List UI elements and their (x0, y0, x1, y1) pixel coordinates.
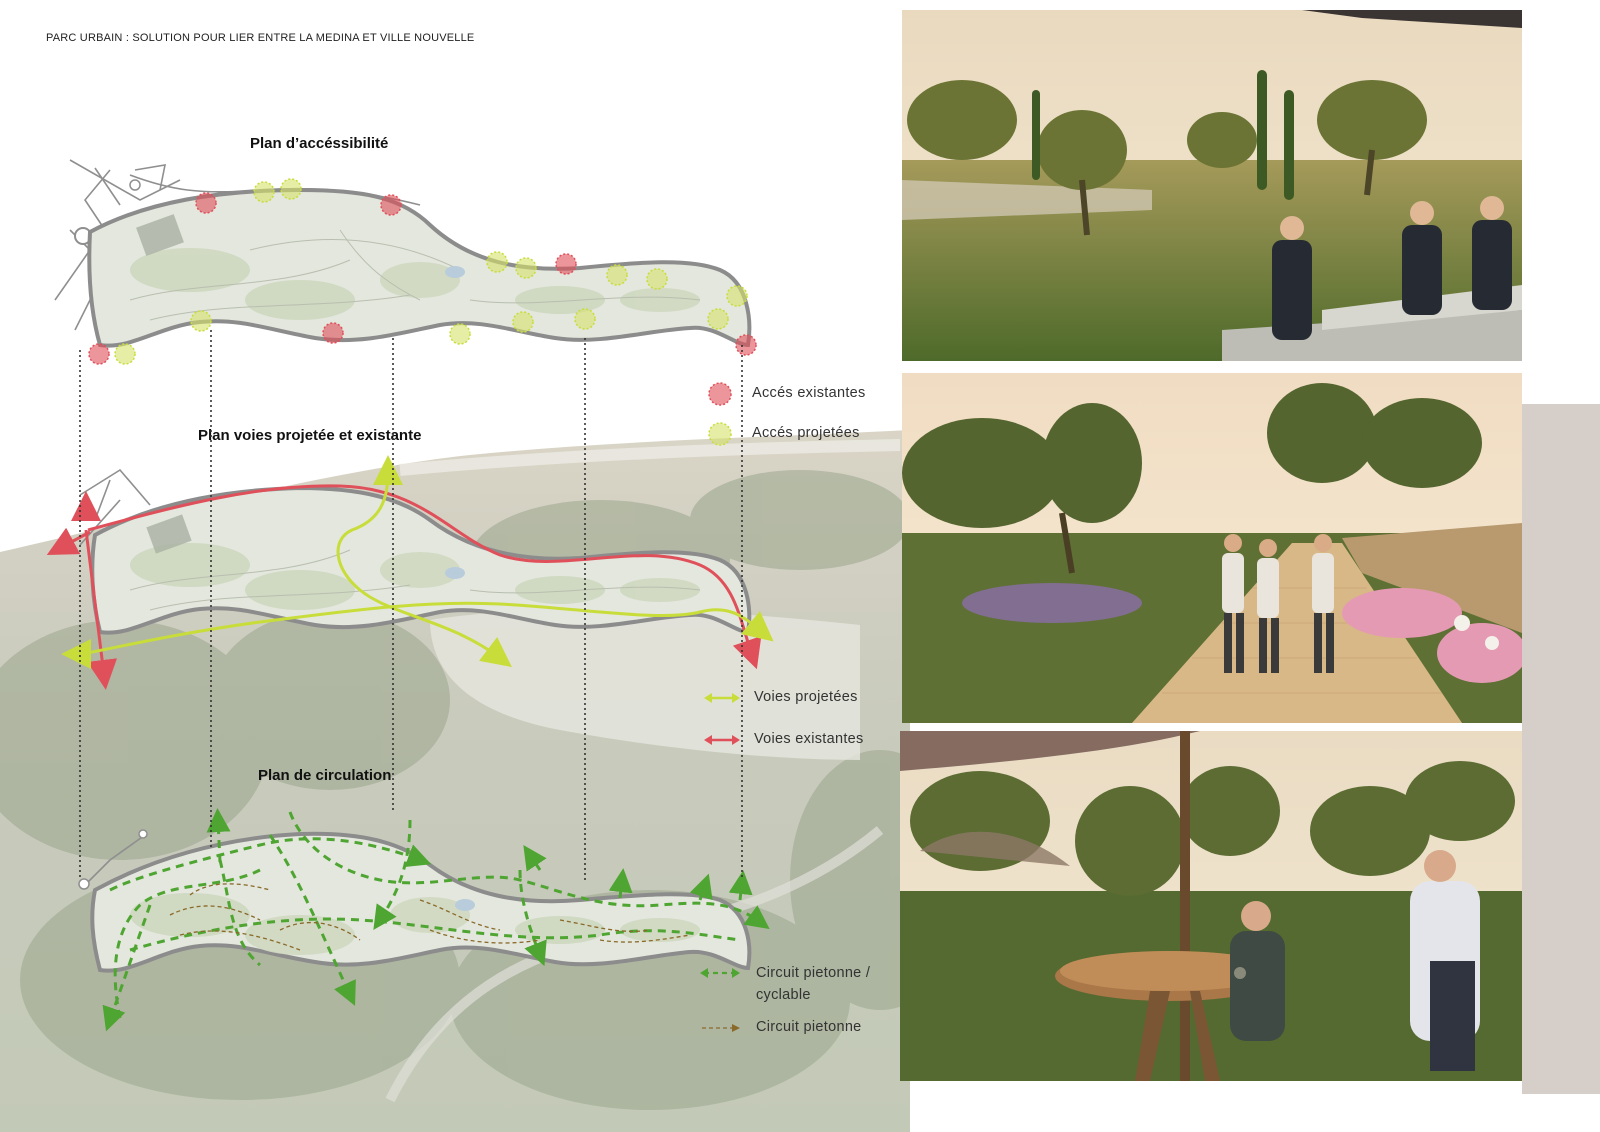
legend-existing-access: Accés existantes (752, 385, 866, 401)
legend-symbols (700, 382, 740, 1032)
legend-ped-only: Circuit pietonne (756, 1019, 862, 1035)
circulation-plan-map (78, 808, 770, 1032)
roads-plan-title: Plan voies projetée et existante (198, 427, 422, 444)
render-olive-terraces (902, 10, 1522, 361)
legend-ped-cycle-line2: cyclable (756, 987, 811, 1003)
render-cafe-table (900, 731, 1522, 1081)
legend-projected-access: Accés projetées (752, 425, 860, 441)
legend-existing-roads: Voies existantes (754, 731, 864, 747)
alignment-lines (79, 330, 743, 880)
legend-ped-cycle-line1: Circuit pietonne / (756, 965, 871, 981)
roads-plan-map (46, 455, 774, 690)
render-stone-promenade (902, 373, 1522, 723)
circulation-plan-title: Plan de circulation (258, 767, 392, 784)
legend-projected-roads: Voies projetées (754, 689, 858, 705)
accessibility-plan-map (54, 159, 757, 365)
page-header: PARC URBAIN : SOLUTION POUR LIER ENTRE L… (46, 32, 475, 44)
accessibility-plan-title: Plan d’accéssibilité (250, 135, 389, 152)
